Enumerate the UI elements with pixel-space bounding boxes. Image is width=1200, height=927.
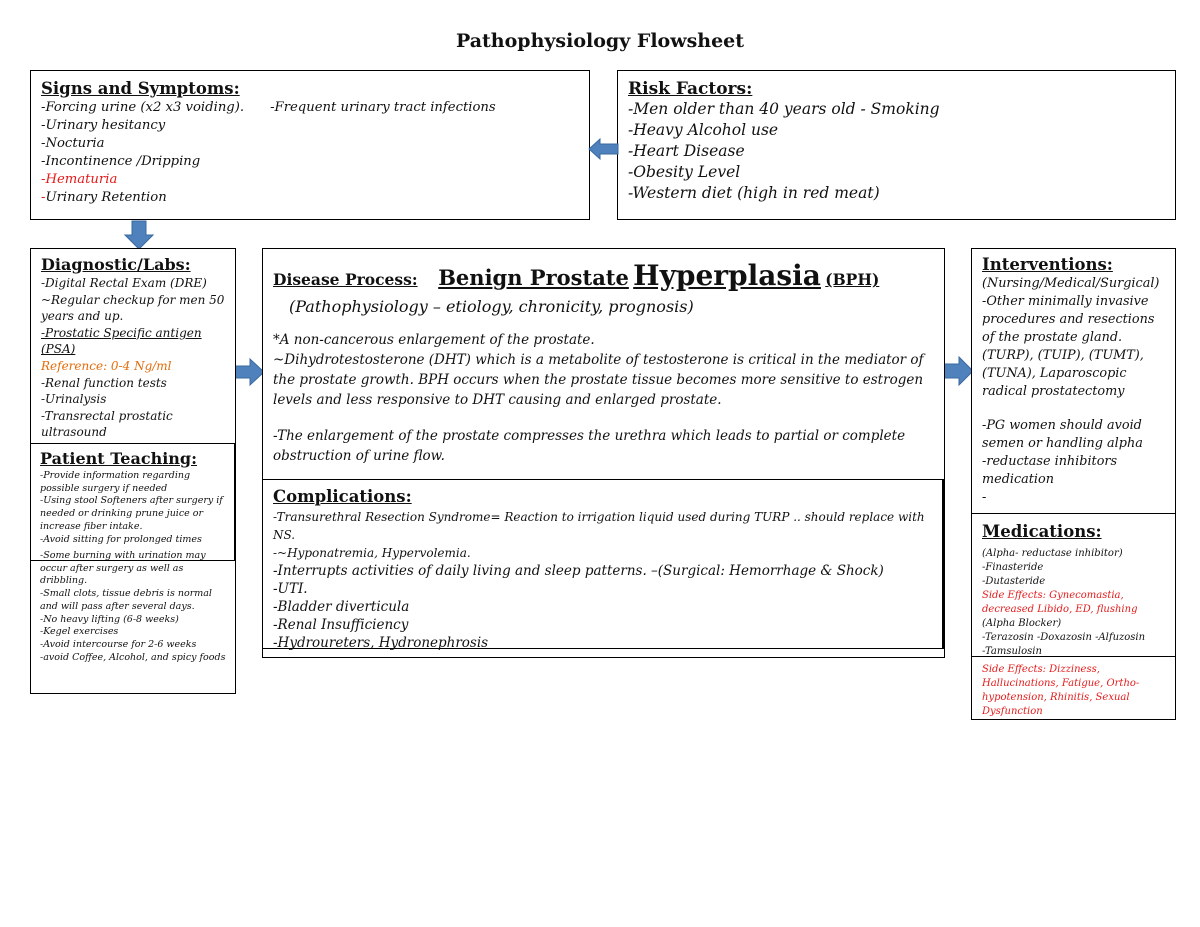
- disease-paragraph: ~Dihydrotestosterone (DHT) which is a me…: [273, 352, 924, 408]
- complication-item: -Interrupts activities of daily living a…: [273, 563, 884, 579]
- signs-heading: Signs and Symptoms:: [41, 79, 240, 98]
- teaching-heading: Patient Teaching:: [40, 449, 198, 468]
- intervention-item: -Other minimally invasive procedures and…: [982, 294, 1155, 399]
- disease-abbrev: (BPH): [825, 270, 880, 289]
- medication-item: -Tamsulosin: [982, 646, 1042, 657]
- risk-item: -Obesity Level: [628, 163, 741, 181]
- medication-side-effects: Side Effects: Dizziness, Hallucinations,…: [982, 664, 1140, 717]
- medication-group-label: (Alpha Blocker): [982, 618, 1062, 629]
- interventions-heading: Interventions:: [982, 255, 1113, 274]
- diagnostic-heading: Diagnostic/Labs:: [41, 255, 191, 274]
- signs-line-1: -Forcing urine (x2 x3 voiding). -Frequent…: [41, 99, 579, 117]
- teaching-item: -Using stool Softeners after surgery if …: [40, 495, 223, 532]
- disease-subtitle: (Pathophysiology – etiology, chronicity,…: [289, 297, 694, 316]
- interventions-box: Interventions: (Nursing/Medical/Surgical…: [971, 248, 1176, 515]
- complication-item: -Hydroureters, Hydronephrosis: [273, 635, 489, 651]
- arrow-right-icon: [942, 356, 974, 386]
- complication-item: -Transurethral Resection Syndrome= React…: [273, 510, 925, 542]
- arrow-left-icon: [588, 137, 619, 161]
- risk-heading: Risk Factors:: [628, 79, 753, 99]
- teaching-item: -avoid Coffee, Alcohol, and spicy foods: [40, 651, 226, 663]
- patient-teaching-box: Patient Teaching: -Provide information r…: [30, 443, 235, 561]
- arrow-down-icon: [124, 220, 154, 250]
- complication-item: -UTI.: [273, 581, 308, 597]
- patient-teaching-continued: -Some burning with urination may occur a…: [40, 550, 230, 664]
- medications-box: Medications: (Alpha- reductase inhibitor…: [971, 513, 1176, 720]
- medications-heading: Medications:: [982, 522, 1102, 541]
- complication-item: -Renal Insufficiency: [273, 617, 409, 633]
- medication-item: -Dutasteride: [982, 576, 1046, 587]
- complications-heading: Complications:: [273, 487, 412, 506]
- risk-item: -Heavy Alcohol use: [628, 121, 779, 139]
- disease-name-emphasis: Hyperplasia: [633, 259, 821, 292]
- risk-item: -Western diet (high in red meat): [628, 184, 880, 202]
- intervention-item: -reductase inhibitors medication: [982, 454, 1118, 487]
- medications-divider: [971, 656, 1176, 657]
- retention-text: Urinary Retention: [45, 190, 167, 205]
- disease-title-row: Disease Process: Benign Prostate Hyperpl…: [273, 261, 934, 296]
- medication-group-label: (Alpha- reductase inhibitor): [982, 548, 1123, 559]
- signs-symptoms-box: Signs and Symptoms: -Forcing urine (x2 x…: [30, 70, 590, 220]
- page-title: Pathophysiology Flowsheet: [455, 30, 745, 52]
- disease-paragraph: -The enlargement of the prostate compres…: [273, 428, 906, 464]
- diagnostic-item: -Digital Rectal Exam (DRE): [41, 276, 207, 290]
- diagnostic-item-psa: -Prostatic Specific antigen (PSA): [41, 325, 202, 357]
- disease-label: Disease Process:: [273, 270, 418, 289]
- complication-item: -Bladder diverticula: [273, 599, 410, 615]
- signs-item-uti: -Frequent urinary tract infections: [270, 100, 496, 115]
- diagnostic-item: ~Regular checkup for men 50 years and up…: [41, 292, 225, 324]
- intervention-item: -: [982, 490, 987, 505]
- intervention-item: (Nursing/Medical/Surgical): [982, 276, 1160, 291]
- signs-item-hematuria: -Hematuria: [41, 172, 118, 187]
- diagnostic-item: -Renal function tests: [41, 375, 167, 390]
- teaching-item: -Avoid sitting for prolonged times: [40, 533, 202, 545]
- disease-paragraph: *A non-cancerous enlargement of the pros…: [273, 332, 595, 348]
- retention-dash: -: [41, 190, 46, 205]
- signs-item-forcing: -Forcing urine (x2 x3 voiding).: [41, 100, 245, 115]
- diagnostic-labs-box: Diagnostic/Labs: -Digital Rectal Exam (D…: [30, 248, 236, 694]
- diagnostic-item: -Transrectal prostatic ultrasound: [41, 408, 173, 440]
- arrow-right-icon: [233, 358, 265, 386]
- teaching-item: -Some burning with urination may occur a…: [40, 550, 206, 587]
- disease-name: Benign Prostate: [438, 265, 629, 290]
- teaching-item: -Avoid intercourse for 2-6 weeks: [40, 638, 197, 650]
- signs-item: -Urinary hesitancy: [41, 118, 166, 133]
- intervention-item: -PG women should avoid semen or handling…: [982, 418, 1143, 451]
- diagnostic-item: -Urinalysis: [41, 392, 107, 407]
- signs-item: -Incontinence /Dripping: [41, 154, 201, 169]
- teaching-item: -Small clots, tissue debris is normal an…: [40, 588, 212, 612]
- complications-box: Complications: -Transurethral Resection …: [262, 479, 944, 651]
- risk-factors-box: Risk Factors: -Men older than 40 years o…: [617, 70, 1176, 220]
- medication-item: -Finasteride: [982, 562, 1044, 573]
- teaching-item: -Kegel exercises: [40, 626, 119, 638]
- medication-item: -Terazosin -Doxazosin -Alfuzosin: [982, 632, 1146, 643]
- diagnostic-reference: Reference: 0-4 Ng/ml: [41, 358, 172, 373]
- signs-item-retention: -Urinary Retention: [41, 189, 579, 207]
- risk-item: -Men older than 40 years old - Smoking: [628, 100, 940, 118]
- signs-item: -Nocturia: [41, 136, 105, 151]
- complication-item: -~Hyponatremia, Hypervolemia.: [273, 546, 471, 560]
- medication-side-effects: Side Effects: Gynecomastia, decreased Li…: [982, 590, 1138, 615]
- teaching-item: -No heavy lifting (6-8 weeks): [40, 613, 179, 625]
- teaching-item: -Provide information regarding possible …: [40, 470, 191, 494]
- risk-item: -Heart Disease: [628, 142, 745, 160]
